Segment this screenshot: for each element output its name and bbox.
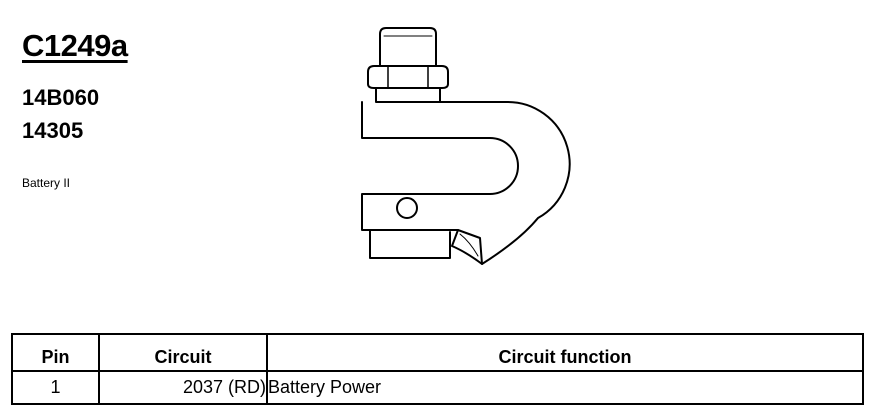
pinout-table: Pin Circuit Circuit function 1 2037 (RD)… bbox=[11, 333, 864, 405]
washer bbox=[375, 87, 441, 103]
clamp-lower-block bbox=[369, 229, 451, 259]
table-row: 1 2037 (RD) Battery Power bbox=[11, 370, 864, 405]
connector-id: C1249a bbox=[22, 28, 128, 63]
bolt-stud bbox=[379, 27, 437, 67]
column-header-pin: Pin bbox=[11, 333, 100, 372]
table-header-row: Pin Circuit Circuit function bbox=[11, 333, 864, 372]
column-header-function: Circuit function bbox=[266, 333, 864, 372]
part-number: 14B060 bbox=[22, 85, 100, 110]
pin-number: 1 bbox=[11, 370, 100, 405]
hex-nut bbox=[367, 65, 449, 89]
clamp-body bbox=[361, 101, 519, 231]
clamp-hole bbox=[396, 197, 418, 219]
connector-description: Battery II bbox=[22, 176, 71, 190]
column-header-circuit: Circuit bbox=[98, 333, 268, 372]
part-number: 14305 bbox=[22, 118, 84, 143]
clamp-outer-curve bbox=[439, 100, 571, 265]
clamp-tongue bbox=[451, 229, 483, 265]
circuit-code: 2037 (RD) bbox=[98, 370, 268, 405]
circuit-function: Battery Power bbox=[266, 370, 864, 405]
battery-terminal-clamp-icon bbox=[361, 27, 571, 265]
